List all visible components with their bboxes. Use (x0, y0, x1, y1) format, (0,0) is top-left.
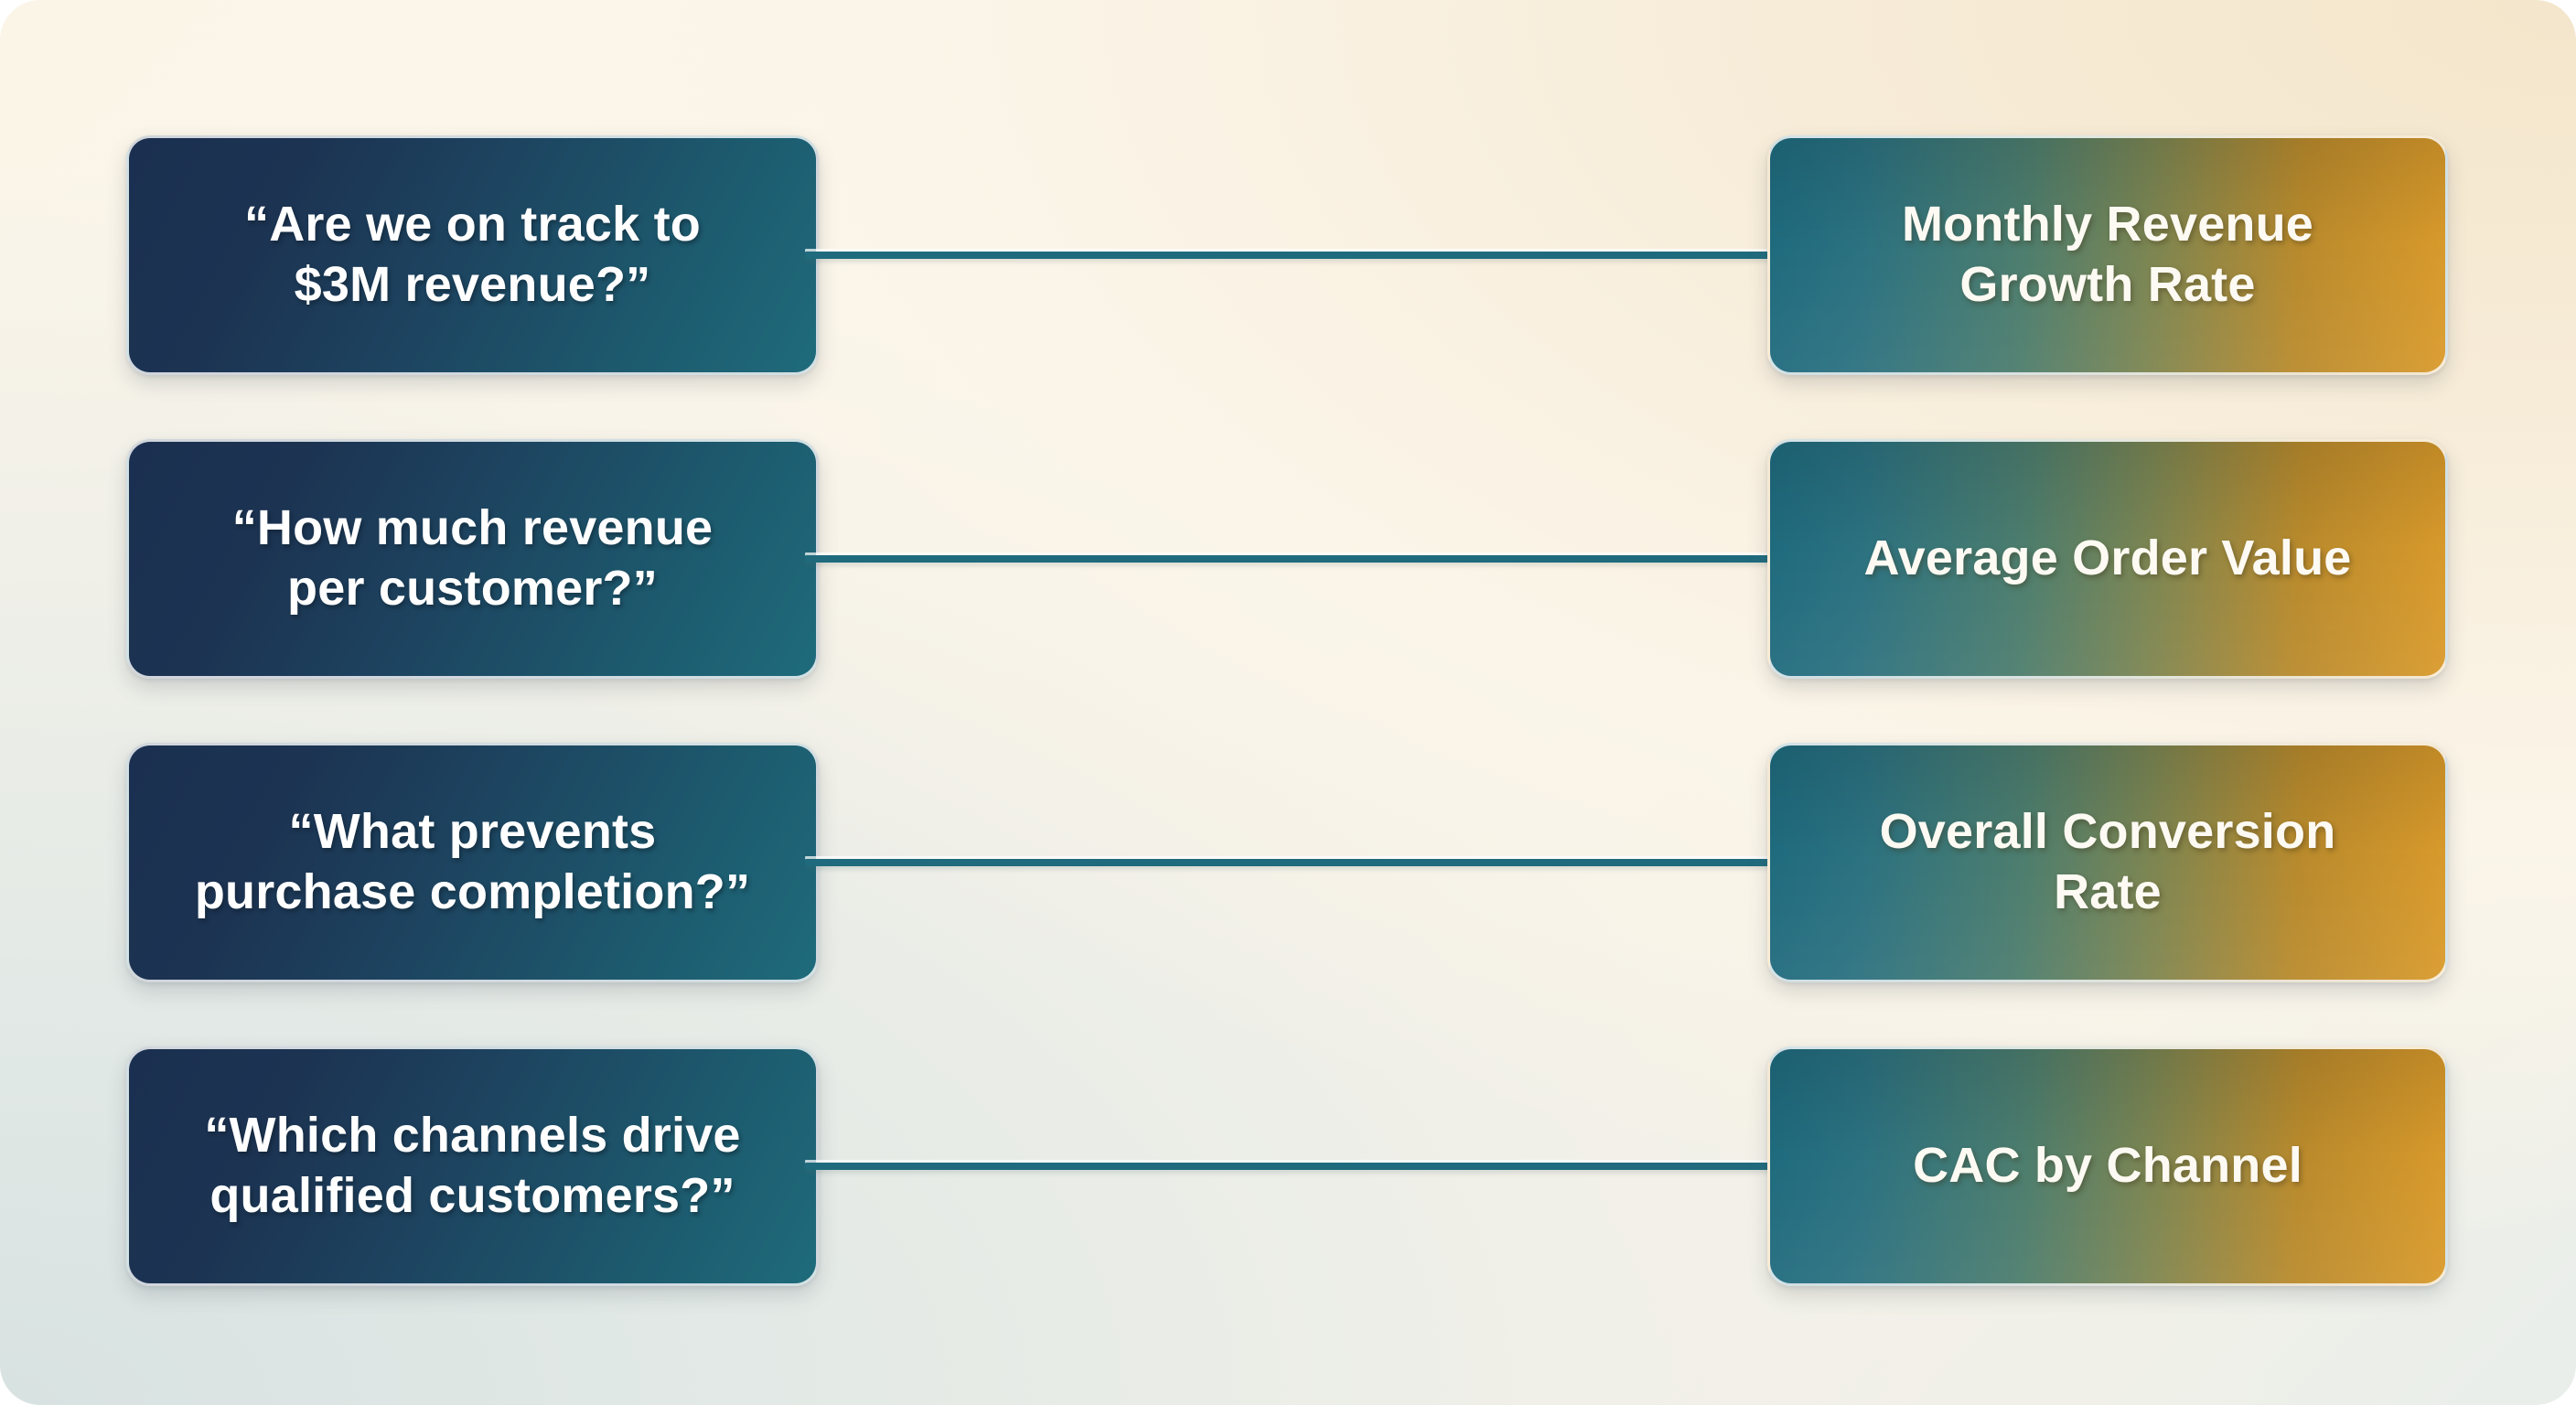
connector-line-3 (805, 859, 1778, 866)
metric-node-label: Overall Conversion Rate (1879, 804, 2336, 919)
metric-node-label: Monthly Revenue Growth Rate (1901, 197, 2314, 312)
metric-node-1[interactable]: Monthly Revenue Growth Rate (1767, 135, 2448, 375)
question-node-label: “How much revenue per customer?” (231, 500, 714, 616)
mapping-row: “How much revenue per customer?” Average… (0, 439, 2576, 679)
question-node-2[interactable]: “How much revenue per customer?” (126, 439, 819, 679)
question-node-label: “Are we on track to $3M revenue?” (244, 197, 701, 312)
mapping-row: “Are we on track to $3M revenue?” Monthl… (0, 135, 2576, 375)
metric-node-2[interactable]: Average Order Value (1767, 439, 2448, 679)
connector-line-1 (805, 252, 1778, 259)
metric-node-label: Average Order Value (1863, 531, 2352, 586)
question-node-4[interactable]: “Which channels drive qualified customer… (126, 1046, 819, 1286)
connector-line-4 (805, 1163, 1778, 1170)
metric-node-label: CAC by Channel (1913, 1138, 2302, 1194)
question-node-label: “Which channels drive qualified customer… (204, 1108, 741, 1223)
question-node-3[interactable]: “What prevents purchase completion?” (126, 743, 819, 982)
question-node-label: “What prevents purchase completion?” (194, 804, 751, 919)
metric-node-3[interactable]: Overall Conversion Rate (1767, 743, 2448, 982)
metric-node-4[interactable]: CAC by Channel (1767, 1046, 2448, 1286)
connector-line-2 (805, 555, 1778, 563)
question-node-1[interactable]: “Are we on track to $3M revenue?” (126, 135, 819, 375)
mapping-row: “Which channels drive qualified customer… (0, 1046, 2576, 1286)
mapping-row: “What prevents purchase completion?” Ove… (0, 743, 2576, 982)
